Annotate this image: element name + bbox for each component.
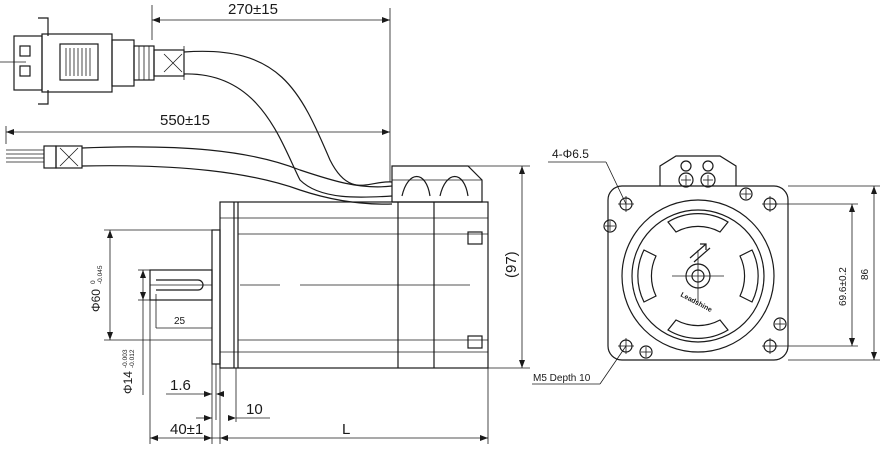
dim-front-threads: M5 Depth 10 [532, 345, 627, 385]
cable-encoder-length-label: 270±15 [228, 1, 278, 18]
cable-power-length-label: 550±15 [160, 112, 210, 129]
pilot-diameter-label: Φ60 [89, 289, 103, 312]
front-threads-label: M5 Depth 10 [533, 373, 591, 384]
dim-pilot-diameter: Φ60 0 -0.045 [89, 229, 212, 341]
dim-flange-size: 86 [788, 185, 880, 361]
dim-270: 270±15 [151, 1, 391, 182]
dim-hole-spacing: 69.6±0.2 [770, 203, 858, 347]
dim-mount-holes: 4-Φ6.5 [548, 147, 627, 205]
dim-550: 550±15 [5, 112, 390, 144]
body-length-label: L [342, 421, 350, 438]
dim-shaft-diameter: Φ14 -0.003 -0.012 [121, 269, 150, 395]
dim-height: (97) [468, 165, 530, 369]
shaft-diameter-label: Φ14 [121, 371, 135, 394]
motor-front-view: Leadshine [603, 155, 789, 361]
dim-axial: 1.6 10 40±1 L [149, 300, 489, 444]
mount-holes-label: 4-Φ6.5 [552, 147, 589, 161]
key-length-label: 25 [174, 316, 186, 327]
motor-side-view: 25 [149, 165, 489, 369]
brand-marking: Leadshine [679, 292, 713, 314]
encoder-connector [0, 17, 185, 105]
flange-thickness-label: 1.6 [170, 377, 191, 394]
flange-size-label: 86 [860, 268, 871, 280]
pilot-tol-lower: -0.045 [97, 265, 104, 284]
body-height-label: (97) [503, 251, 520, 278]
hole-spacing-label: 69.6±0.2 [838, 267, 849, 306]
pilot-depth-label: 10 [246, 401, 263, 418]
cables [81, 50, 393, 205]
shaft-tol-upper: -0.003 [122, 349, 129, 368]
power-connector [6, 145, 83, 169]
shaft-tol-lower: -0.012 [129, 349, 136, 368]
shaft-length-label: 40±1 [170, 421, 203, 438]
pilot-tol-upper: 0 [90, 280, 97, 284]
